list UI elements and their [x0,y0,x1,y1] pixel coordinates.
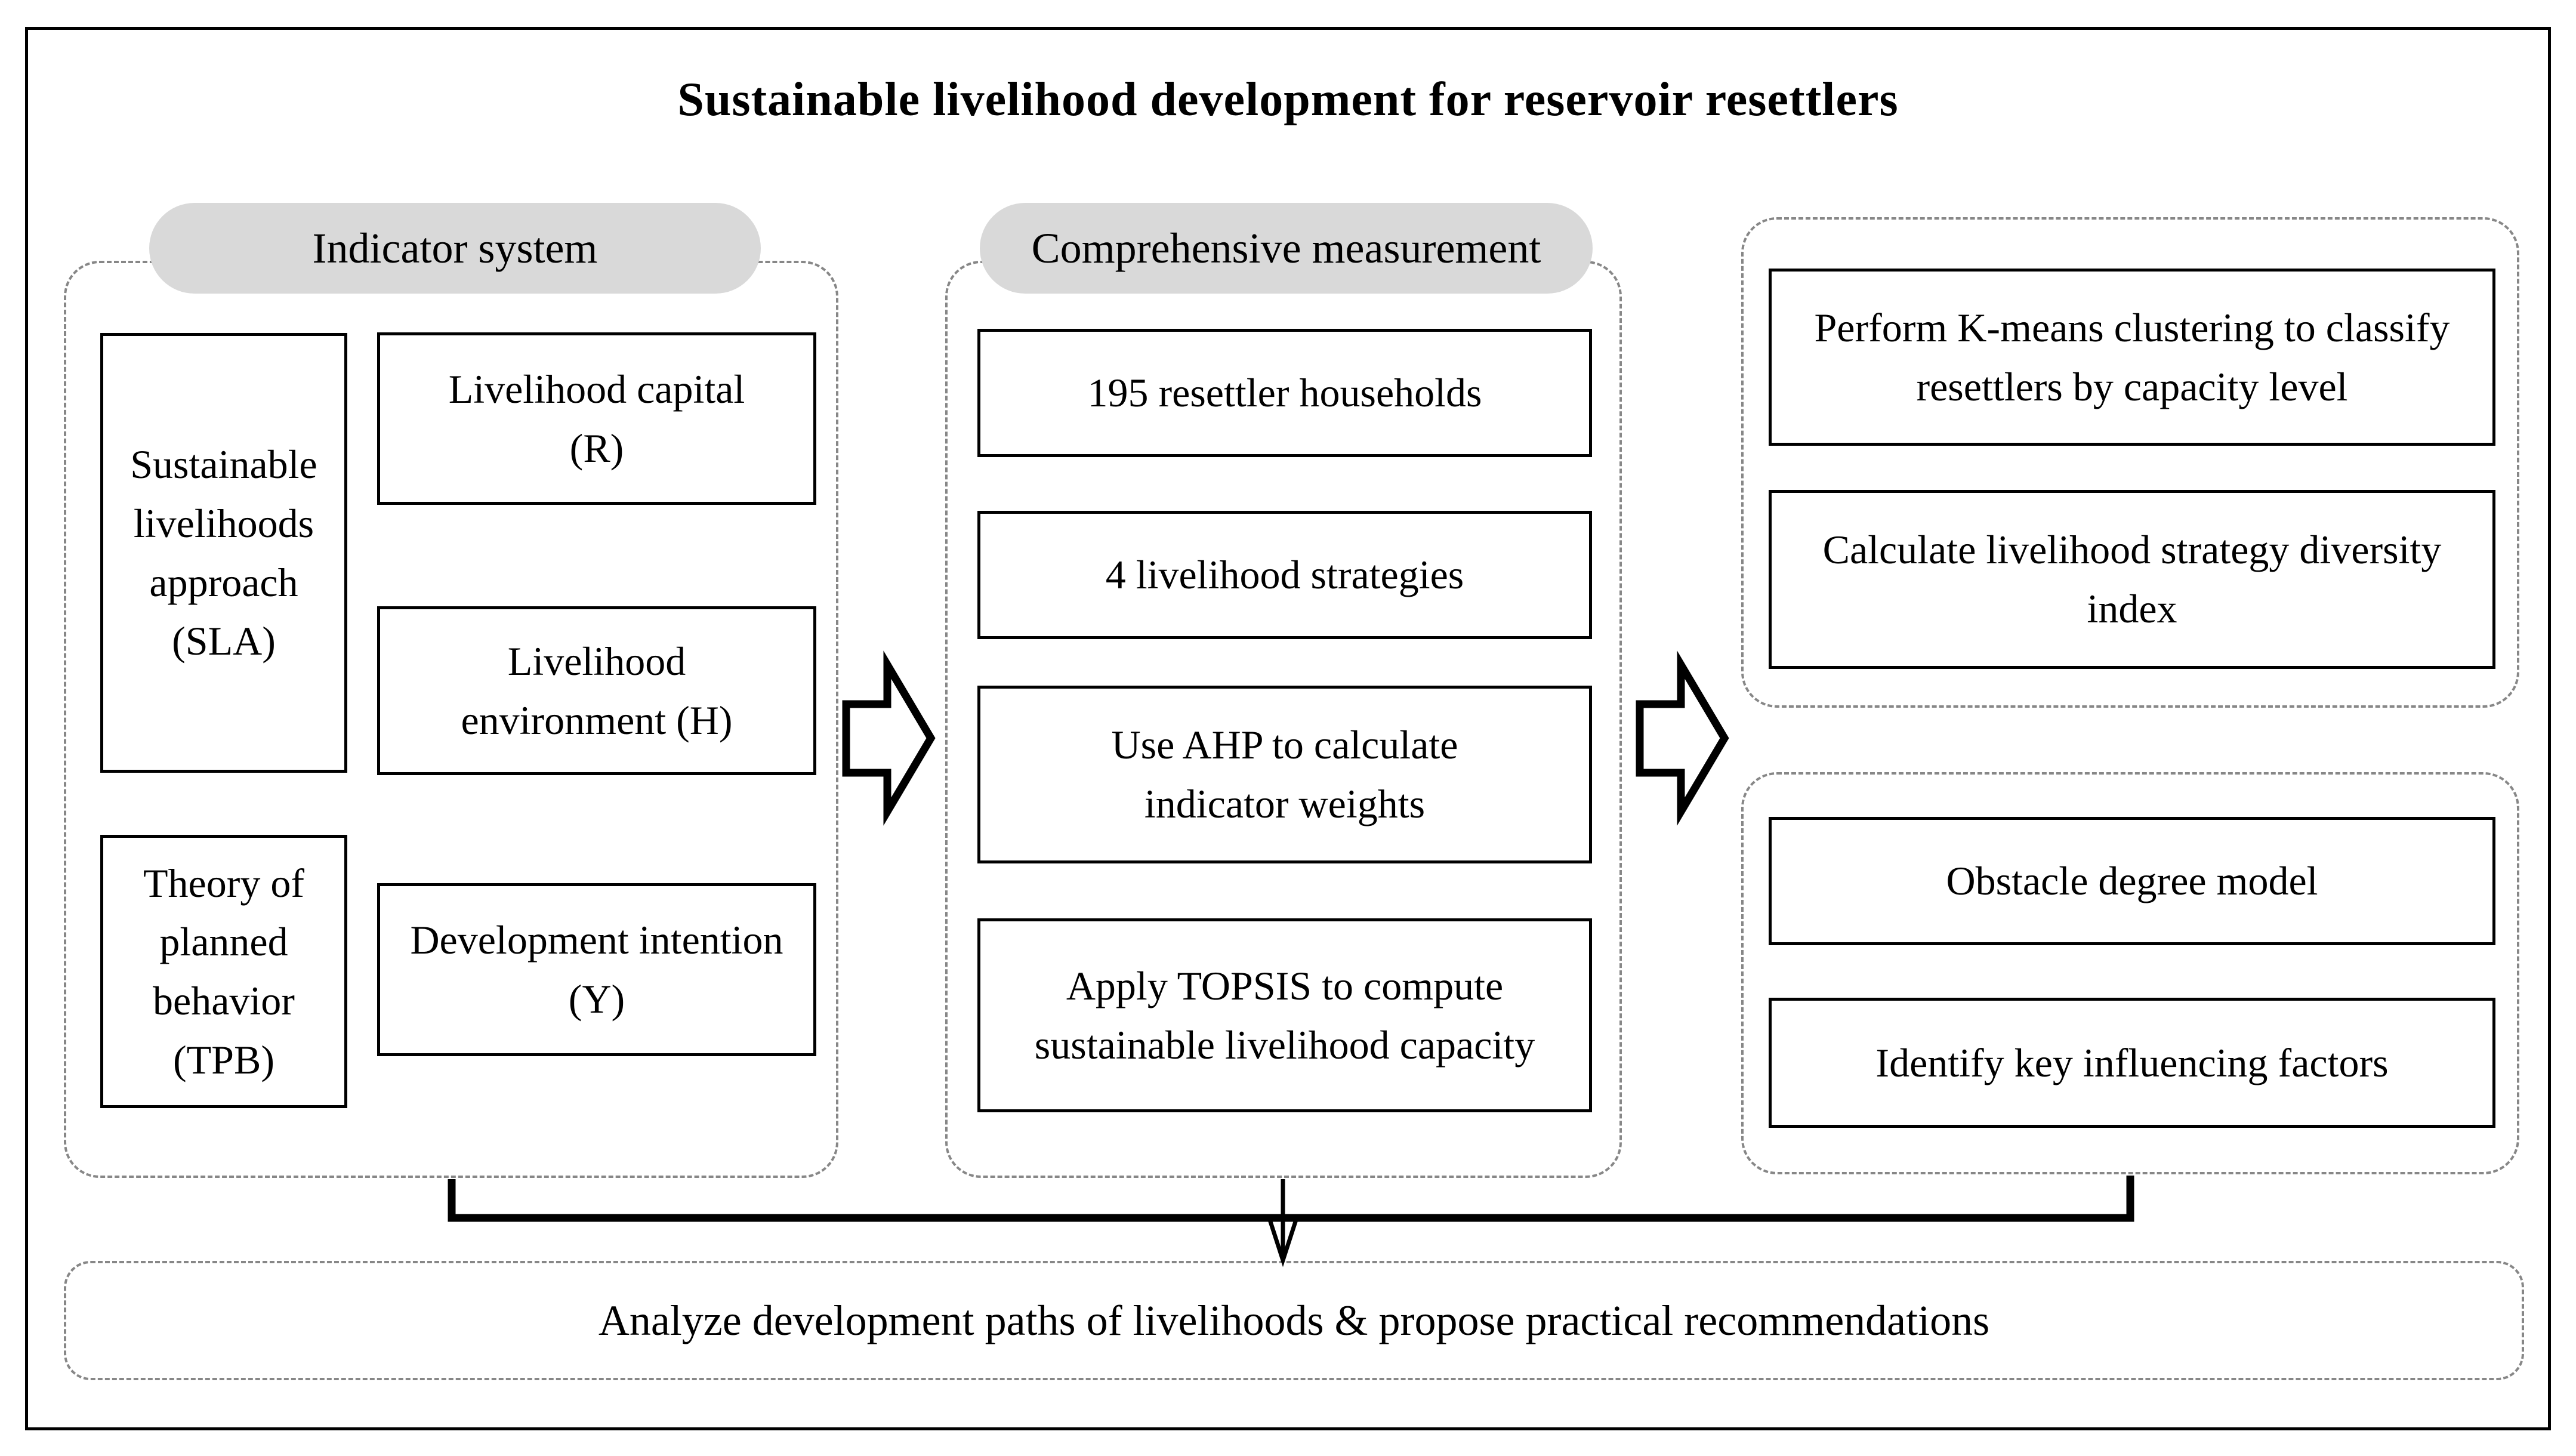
conclusion-box-label: Analyze development paths of livelihoods… [598,1296,1990,1344]
ahp-box: Use AHP to calculate indicator weights [977,686,1592,863]
ahp-box-label: Use AHP to calculate indicator weights [1111,722,1458,826]
livelihood-capital-label: Livelihood capital (R) [448,366,745,471]
livelihood-environment-box: Livelihood environment (H) [377,606,816,775]
topsis-box-label: Apply TOPSIS to compute sustainable live… [1034,963,1535,1068]
figure-title: Sustainable livelihood development for r… [677,73,1899,126]
households-box: 195 resettler households [977,329,1592,457]
indicator-panel-header-label: Indicator system [312,224,598,272]
diversity-index-box-label: Calculate livelihood strategy diversity … [1822,527,2442,631]
obstacle-model-box-label: Obstacle degree model [1946,858,2318,904]
classification-panel [1741,217,2519,708]
kmeans-box: Perform K-means clustering to classify r… [1769,269,2495,446]
sla-box: Sustainable livelihoods approach (SLA) [100,333,347,773]
diversity-index-box: Calculate livelihood strategy diversity … [1769,490,2495,669]
sla-box-label: Sustainable livelihoods approach (SLA) [130,442,317,664]
development-intention-label: Development intention (Y) [410,917,783,1022]
obstacle-panel [1741,772,2519,1174]
strategies-box: 4 livelihood strategies [977,511,1592,639]
households-box-label: 195 resettler households [1087,370,1482,416]
key-factors-box-label: Identify key influencing factors [1875,1039,2389,1085]
strategies-box-label: 4 livelihood strategies [1105,552,1464,598]
livelihood-capital-box: Livelihood capital (R) [377,332,816,505]
obstacle-model-box: Obstacle degree model [1769,817,2495,945]
indicator-panel-header: Indicator system [149,203,761,294]
livelihood-environment-label: Livelihood environment (H) [461,638,733,743]
measurement-panel-header-label: Comprehensive measurement [1031,224,1541,272]
key-factors-box: Identify key influencing factors [1769,998,2495,1128]
outer-frame [25,27,2551,1430]
tpb-box-label: Theory of planned behavior (TPB) [143,860,304,1082]
conclusion-box: Analyze development paths of livelihoods… [64,1261,2524,1380]
topsis-box: Apply TOPSIS to compute sustainable live… [977,918,1592,1112]
tpb-box: Theory of planned behavior (TPB) [100,835,347,1108]
kmeans-box-label: Perform K-means clustering to classify r… [1814,304,2450,409]
measurement-panel-header: Comprehensive measurement [980,203,1593,294]
development-intention-box: Development intention (Y) [377,883,816,1056]
